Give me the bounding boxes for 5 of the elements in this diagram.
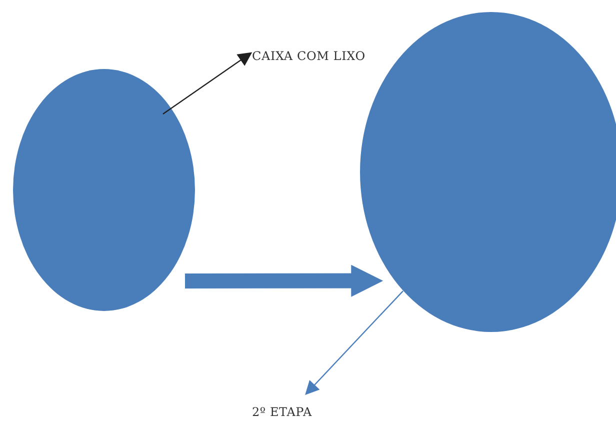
arrow (185, 264, 384, 297)
arrow (305, 290, 404, 396)
node-label: 2º ETAPA (252, 404, 312, 421)
arrow (162, 52, 252, 114)
node-label: CAIXA COM LIXO (252, 48, 366, 65)
